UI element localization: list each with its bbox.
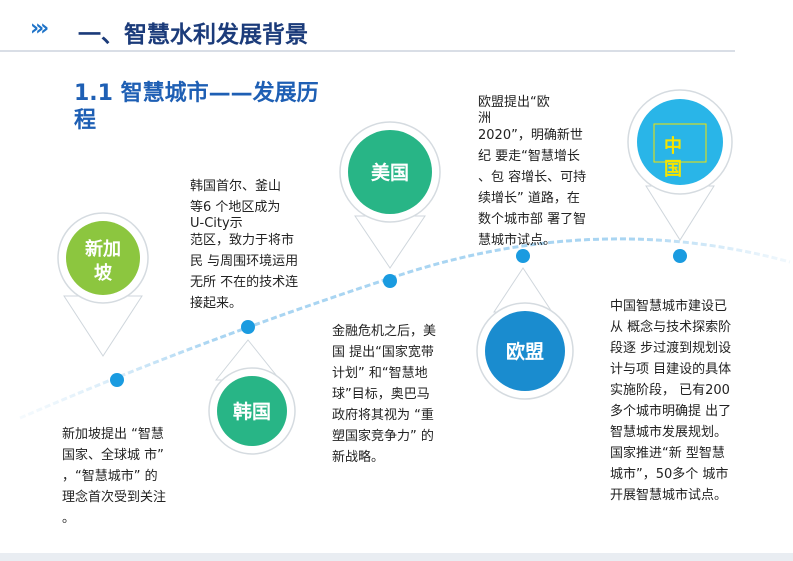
china-description: 中国智慧城市建设已 从 概念与技术探索阶 段逐 步过渡到规划设 计与项 目建设的… bbox=[610, 296, 760, 506]
timeline-dot-singapore bbox=[110, 373, 124, 387]
usa-text-line: 球”目标，奥巴马 bbox=[332, 387, 430, 402]
singapore-text-line: ，“智慧城市” 的 bbox=[62, 469, 158, 484]
header-divider bbox=[0, 50, 735, 52]
section-title: 1.1 智慧城市——发展历程 bbox=[74, 81, 319, 133]
eu-text-line: 纪 要走“智慧增长 bbox=[478, 149, 580, 164]
china-text-line: 国家推进“新 型智慧 bbox=[610, 446, 725, 461]
singapore-label-line1: 新加 bbox=[85, 238, 121, 260]
usa-text-line: 塑国家竞争力” 的 bbox=[332, 429, 434, 444]
china-text-line: 计与项 目建设的具体 bbox=[610, 362, 732, 377]
usa-label: 美国 bbox=[371, 161, 409, 184]
china-text-line: 智慧城市发展规划。 bbox=[610, 425, 728, 440]
eu-label: 欧盟 bbox=[506, 340, 544, 363]
korea-text-line: 民 与周围环境运用 bbox=[190, 254, 299, 269]
singapore-text-line: 理念首次受到关注 bbox=[62, 490, 167, 505]
china-text-line: 开展智慧城市试点。 bbox=[610, 488, 728, 503]
eu-circle bbox=[485, 311, 565, 391]
eu-text-line: 慧城市试点。 bbox=[478, 233, 557, 248]
footer-bar bbox=[0, 553, 793, 561]
korea-description: 韩国首尔、釜山 等6 个地区成为 U-City示 范区，致力于将市 民 与周围环… bbox=[190, 176, 320, 314]
eu-text-line: 2020”，明确新世 bbox=[478, 128, 583, 143]
timeline-dot-korea bbox=[241, 320, 255, 334]
china-circle bbox=[637, 99, 723, 185]
singapore-text-line: 。 bbox=[62, 511, 76, 526]
eu-text-line: 数个城市部 署了智 bbox=[478, 212, 587, 227]
usa-text-line: 金融危机之后，美 bbox=[332, 324, 437, 339]
china-text-line: 中国智慧城市建设已 bbox=[610, 299, 728, 314]
usa-text-line: 政府将其视为 “重 bbox=[332, 408, 434, 423]
korea-text-line: 等6 个地区成为 bbox=[190, 200, 281, 215]
china-text-line: 段逐 步过渡到规划设 bbox=[610, 341, 732, 356]
milestone-pin-china: 中 国 bbox=[627, 89, 733, 241]
milestone-pin-eu: 欧盟 bbox=[476, 267, 574, 400]
milestone-pin-korea: 韩国 bbox=[208, 339, 296, 455]
usa-circle bbox=[348, 130, 432, 214]
eu-description: 欧盟提出“欧 洲 2020”，明确新世 纪 要走“智慧增长 、包 容增长、可持 … bbox=[478, 92, 608, 251]
singapore-label-line2: 坡 bbox=[94, 262, 113, 284]
eu-text-line: 、包 容增长、可持 bbox=[478, 170, 587, 185]
timeline-dot-usa bbox=[383, 274, 397, 288]
china-text-line: 城市”，50多个 城市 bbox=[610, 467, 729, 482]
usa-text-line: 计划” 和“智慧地 bbox=[332, 366, 428, 381]
singapore-circle bbox=[66, 221, 140, 295]
korea-text-line: 范区，致力于将市 bbox=[190, 233, 295, 248]
usa-description: 金融危机之后，美 国 提出“国家宽带 计划” 和“智慧地 球”目标，奥巴马 政府… bbox=[332, 321, 462, 468]
china-label-line2: 国 bbox=[664, 159, 682, 180]
korea-text-line: 接起来。 bbox=[190, 296, 243, 311]
usa-text-line: 国 提出“国家宽带 bbox=[332, 345, 434, 360]
korea-circle bbox=[217, 376, 287, 446]
milestone-pin-usa: 美国 bbox=[339, 121, 441, 269]
korea-label: 韩国 bbox=[233, 400, 271, 423]
korea-text-line: 韩国首尔、釜山 bbox=[190, 179, 282, 194]
timeline-curve bbox=[19, 237, 791, 420]
china-text-line: 多个城市明确提 出了 bbox=[610, 404, 732, 419]
china-text-line: 从 概念与技术探索阶 bbox=[610, 320, 732, 335]
chevron-right-icon: ››› bbox=[30, 16, 49, 41]
china-label-line1: 中 bbox=[664, 135, 682, 157]
timeline-dot-china bbox=[673, 249, 687, 263]
usa-text-line: 新战略。 bbox=[332, 450, 385, 465]
singapore-text-line: 新加坡提出 “智慧 bbox=[62, 427, 164, 442]
eu-text-line: 洲 bbox=[478, 111, 492, 126]
china-text-line: 实施阶段， 已有200 bbox=[610, 383, 730, 398]
korea-text-line: 无所 不在的技术连 bbox=[190, 275, 299, 290]
korea-text-line: U-City示 bbox=[190, 216, 243, 231]
eu-text-line: 续增长” 道路，在 bbox=[478, 191, 580, 206]
eu-text-line: 欧盟提出“欧 bbox=[478, 95, 550, 110]
singapore-text-line: 国家、全球城 市” bbox=[62, 448, 164, 463]
singapore-description: 新加坡提出 “智慧 国家、全球城 市” ，“智慧城市” 的 理念首次受到关注 。 bbox=[62, 424, 202, 529]
timeline-dot-eu bbox=[516, 249, 530, 263]
milestone-pin-singapore: 新加 坡 bbox=[57, 212, 149, 357]
page-title: 一、智慧水利发展背景 bbox=[78, 22, 308, 48]
